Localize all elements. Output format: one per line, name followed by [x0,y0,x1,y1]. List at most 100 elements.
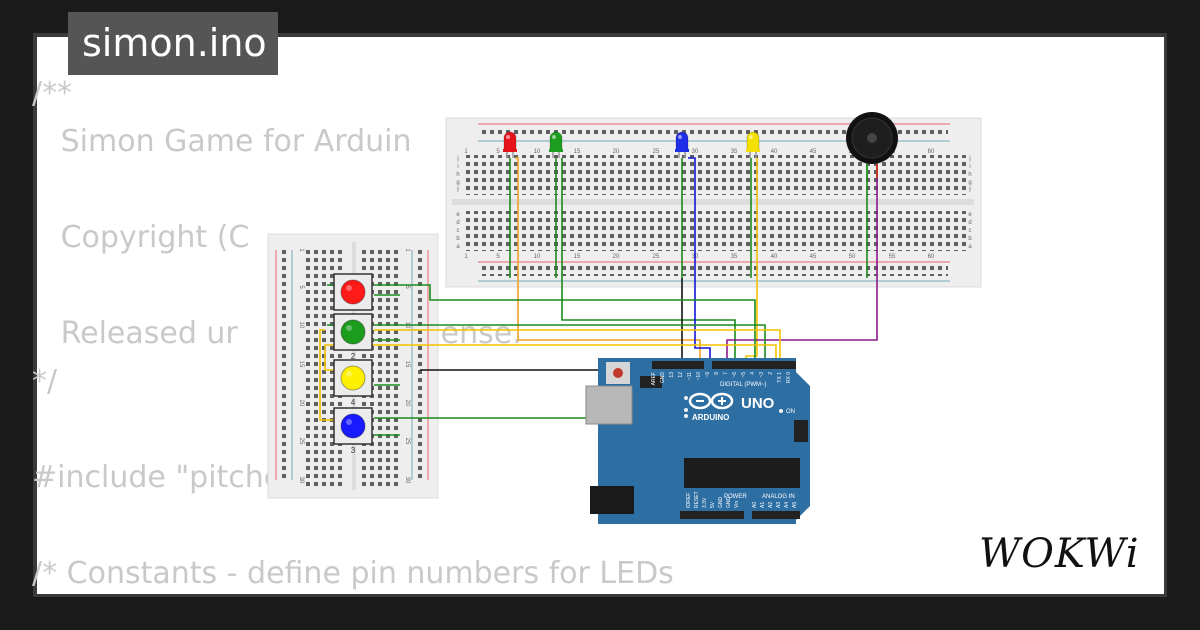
code-line: /** [32,76,73,111]
row-label: g [968,180,971,186]
reset-button [613,368,623,378]
digital-pin-label: ~11 [687,372,693,380]
power-pin-label: 3.3V [702,497,708,508]
blue-led [675,131,689,158]
icsp-header-right [794,420,808,442]
side-row-label: 15 [404,361,410,368]
column-label: 60 [928,149,935,155]
wire [561,158,736,366]
power-jack [590,486,634,514]
wokwi-logo-text: WOKWi [979,531,1140,575]
side-row-label: 20 [298,400,304,407]
row-label: d [456,220,459,226]
side-rail-holes-right [414,250,426,482]
digital-pin-label: TX 1 [777,372,783,383]
digital-pin-label: ~3 [759,372,765,378]
analog-pin-label: A2 [768,502,774,508]
row-label: i [457,164,458,170]
analog-pin-label: A3 [776,502,782,508]
wire [319,329,781,421]
arduino-on-label: ON [786,409,795,415]
arduino-model-label: UNO [741,395,775,412]
side-row-label: 30 [404,477,410,484]
arduino-analog-label: ANALOG IN [762,494,795,500]
digital-pin-label: 7 [723,372,729,375]
digital-pin-label: 8 [714,372,720,375]
red-led [503,131,517,158]
row-label: g [456,180,459,186]
column-label: 1 [464,149,468,155]
side-row-label: 25 [298,438,304,445]
column-label: 5 [496,149,500,155]
wire [374,324,766,366]
column-label: 35 [731,149,738,155]
code-line: Copyright (C [32,220,250,255]
leds [503,131,760,158]
column-label: 50 [849,254,856,260]
digital-pin-label: RX 0 [786,372,792,383]
buzzer [846,112,898,178]
wire [726,178,878,366]
wires [319,157,878,436]
row-label: b [456,236,460,242]
yellow-led [746,131,760,158]
side-row-label: 20 [404,400,410,407]
column-label: 15 [574,149,581,155]
atmega-chip [684,458,800,488]
column-label: 60 [928,254,935,260]
button-label: 2 [351,352,356,361]
led-rx-indicator [684,414,688,418]
pushbuttons: 1243 [333,273,373,455]
led-tx-indicator [684,408,688,412]
power-pin-label: GND [726,497,732,509]
row-label: e [968,212,972,218]
side-row-label: 1 [298,248,304,252]
row-label: h [456,172,459,178]
row-label: f [969,188,971,194]
digital-header-right [712,361,796,369]
digital-pin-label: ~10 [696,372,702,381]
digital-pin-label: 4 [750,372,756,375]
column-label: 45 [810,254,817,260]
row-label: h [968,172,971,178]
wire [324,344,777,371]
column-label: 10 [534,254,541,260]
code-line: */ [32,364,58,399]
power-pin-label: 5V [710,501,716,508]
row-label: a [968,244,972,250]
digital-pin-label: 2 [768,372,774,375]
column-label: 1 [464,254,468,260]
column-label: 30 [692,149,699,155]
icsp-header-top [640,376,662,388]
yellow-button: 4 [333,359,373,407]
analog-header [752,511,800,519]
side-row-label: 10 [298,322,304,329]
code-line: /* Constants - define pin numbers for LE… [32,556,674,591]
column-label: 10 [534,149,541,155]
column-label: 20 [613,254,620,260]
power-pin-label: IOREF [686,493,692,508]
row-label: j [456,156,458,162]
column-label: 55 [889,254,896,260]
arduino-brand-label: ARDUINO [692,413,729,422]
row-label: f [457,188,459,194]
terminal-holes-bottom [462,211,966,251]
power-pin-label: Vin [734,501,740,508]
center-channel [452,199,974,205]
analog-pin-label: A1 [760,502,766,508]
rail-holes-top [480,127,948,137]
arduino-power-label: POWER [724,494,747,500]
power-header [680,511,744,519]
digital-pin-label: 13 [669,372,675,378]
column-label: 45 [810,149,817,155]
row-label: i [969,164,970,170]
code-line: Simon Game for Arduin [32,124,412,159]
digital-pin-label: ~9 [705,372,711,378]
column-label: 5 [496,254,500,260]
row-label: j [968,156,970,162]
digital-pin-label: AREF [651,372,657,385]
terminal-holes-top [462,155,966,195]
